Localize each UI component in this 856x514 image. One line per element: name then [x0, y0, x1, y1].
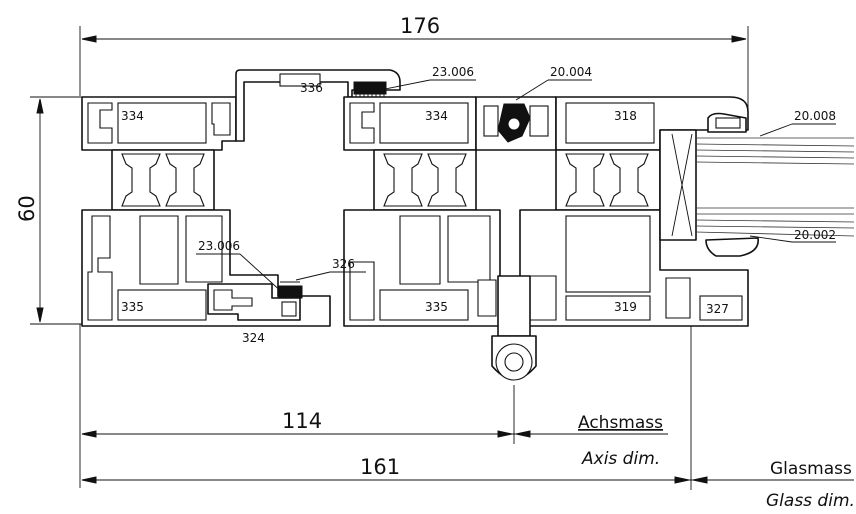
overall-width-label: 176 [400, 14, 440, 38]
right-frame-profile [519, 96, 855, 327]
roller-hinge [491, 275, 537, 381]
ref-gasket-outer: 20.008 [794, 109, 836, 123]
overlap-profile-336 [235, 69, 401, 142]
profile-335-mid: 335 [425, 300, 448, 314]
profile-319: 319 [614, 300, 637, 314]
left-sash-profile [81, 96, 331, 327]
profile-334-mid: 334 [425, 109, 448, 123]
ref-gasket-inner: 20.002 [794, 228, 836, 242]
axis-distance-label: 114 [282, 409, 322, 433]
height-label: 60 [15, 195, 39, 222]
profile-334-left: 334 [121, 109, 144, 123]
glass-label-de: Glasmass [770, 459, 852, 479]
ref-brush-bottom: 23.006 [198, 239, 240, 253]
reference-leaders [196, 79, 854, 481]
axis-label-de: Achsmass [578, 413, 663, 433]
profile-324: 324 [242, 331, 265, 345]
profile-335-left: 335 [121, 300, 144, 314]
middle-sash-profile [277, 96, 501, 327]
glass-label-en: Glass dim. [766, 491, 855, 511]
profile-336: 336 [300, 81, 323, 95]
profile-327: 327 [706, 302, 729, 316]
dimension-lines [30, 26, 854, 490]
corner-connector [475, 96, 557, 151]
ref-corner-connector: 20.004 [550, 65, 592, 79]
glass-distance-label: 161 [360, 455, 400, 479]
ref-brush-top: 23.006 [432, 65, 474, 79]
profile-326: 326 [332, 257, 355, 271]
axis-label-en: Axis dim. [581, 449, 660, 469]
profile-318: 318 [614, 109, 637, 123]
